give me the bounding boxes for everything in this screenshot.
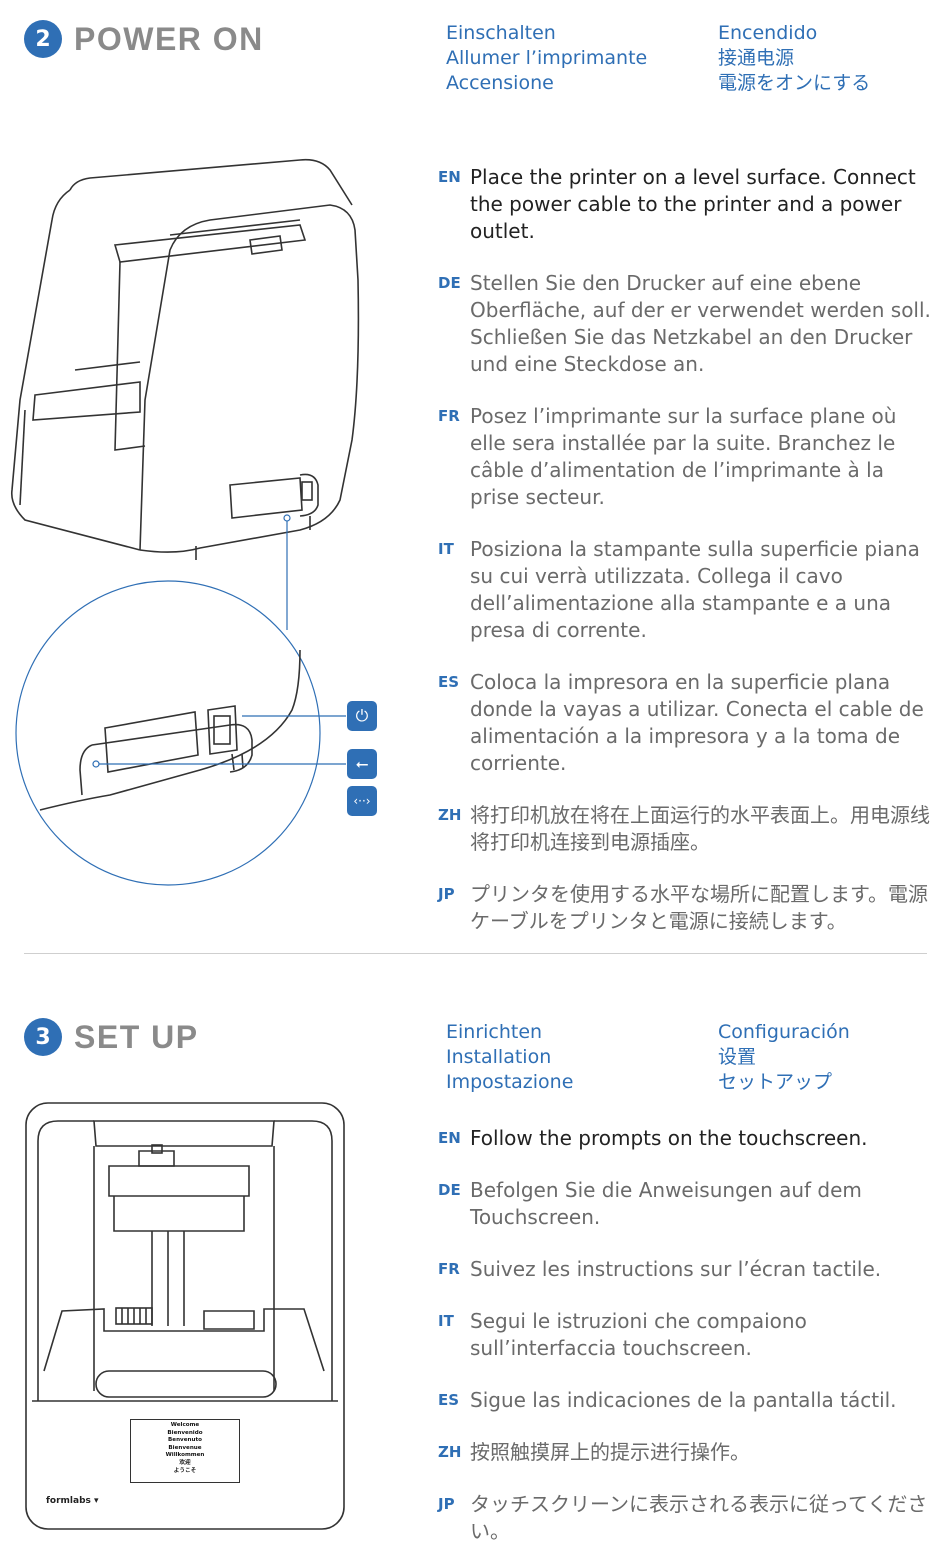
step-header: 3 SET UP: [24, 1018, 199, 1056]
instruction-zh: ZH 按照触摸屏上的提示进行操作。: [438, 1439, 938, 1466]
instructions-list: EN Place the printer on a level surface.…: [438, 164, 938, 935]
screen-line: Benvenuto: [168, 1437, 202, 1444]
screen-line: ようこそ: [173, 1467, 197, 1474]
step-power-on: 2 POWER ON Einschalten Allumer l’imprima…: [10, 20, 938, 935]
screen-line: 欢迎: [179, 1459, 191, 1466]
logo-icon: ▾: [94, 1496, 99, 1506]
instruction-de: DE Befolgen Sie die Anweisungen auf dem …: [438, 1177, 938, 1231]
instruction-text: Stellen Sie den Drucker auf eine ebene O…: [470, 271, 931, 376]
lang-code: JP: [438, 885, 455, 903]
translation: Configuración: [718, 1021, 850, 1043]
translation: Einrichten: [446, 1021, 543, 1043]
instructions-list: EN Follow the prompts on the touchscreen…: [438, 1125, 938, 1545]
lang-code: FR: [438, 1260, 460, 1278]
instruction-text: Suivez les instructions sur l’écran tact…: [470, 1257, 882, 1281]
translation: セットアップ: [718, 1071, 833, 1093]
lang-code: DE: [438, 274, 461, 292]
brand-logo: formlabs ▾: [46, 1496, 99, 1506]
touchscreen: Welcome Bienvenido Benvenuto Bienvenue W…: [130, 1419, 240, 1483]
step-title: POWER ON: [74, 20, 264, 57]
ethernet-icon: ‹··›: [347, 786, 377, 816]
title-translations-right: Configuración 设置 セットアップ: [718, 1020, 850, 1095]
lang-code: IT: [438, 540, 454, 558]
title-translations-left: Einschalten Allumer l’imprimante Accensi…: [446, 21, 647, 96]
translation: 接通电源: [718, 47, 795, 69]
translation: Allumer l’imprimante: [446, 47, 648, 69]
lang-code: FR: [438, 407, 460, 425]
instruction-en: EN Follow the prompts on the touchscreen…: [438, 1125, 938, 1152]
screen-line: Welcome: [170, 1422, 200, 1428]
translation: Impostazione: [446, 1071, 574, 1093]
instruction-text: Coloca la impresora en la superficie pla…: [470, 670, 924, 775]
power-icon: ⏻: [347, 701, 377, 731]
screen-line: Willkommen: [165, 1452, 205, 1459]
instruction-es: ES Coloca la impresora en la superficie …: [438, 669, 938, 777]
lang-code: ES: [438, 673, 460, 691]
instruction-text: タッチスクリーンに表示される表示に従ってください。: [470, 1492, 928, 1543]
instruction-text: Follow the prompts on the touchscreen.: [470, 1126, 868, 1150]
lang-code: ES: [438, 1391, 460, 1409]
translation: Einschalten: [446, 22, 556, 44]
printer-rear-illustration: [10, 158, 360, 886]
instruction-text: Place the printer on a level surface. Co…: [470, 165, 916, 243]
title-translations-left: Einrichten Installation Impostazione: [446, 1020, 573, 1095]
instruction-es: ES Sigue las indicaciones de la pantalla…: [438, 1387, 938, 1414]
instruction-text: Posiziona la stampante sulla superficie …: [470, 537, 920, 642]
usb-icon: ⭠: [347, 749, 377, 779]
translation: 電源をオンにする: [718, 72, 871, 94]
lang-code: EN: [438, 168, 461, 186]
instruction-text: プリンタを使用する水平な場所に配置します。電源ケーブルをプリンタと電源に接続しま…: [470, 882, 928, 933]
lang-code: JP: [438, 1495, 455, 1513]
brand-name: formlabs: [46, 1496, 91, 1506]
step-number-badge: 3: [24, 1018, 62, 1056]
instruction-de: DE Stellen Sie den Drucker auf eine eben…: [438, 270, 938, 378]
instruction-jp: JP タッチスクリーンに表示される表示に従ってください。: [438, 1491, 938, 1545]
translation: 设置: [718, 1046, 757, 1068]
lang-code: ZH: [438, 806, 462, 824]
instruction-text: 按照触摸屏上的提示进行操作。: [470, 1440, 750, 1464]
step-header: 2 POWER ON: [24, 20, 264, 58]
step-set-up: 3 SET UP Einrichten Installation Imposta…: [0, 1000, 950, 1553]
instruction-it: IT Posiziona la stampante sulla superfic…: [438, 536, 938, 644]
lang-code: DE: [438, 1181, 461, 1199]
step-title: SET UP: [74, 1018, 199, 1055]
instruction-en: EN Place the printer on a level surface.…: [438, 164, 938, 245]
translation: Encendido: [718, 22, 818, 44]
translation: Accensione: [446, 72, 554, 94]
translation: Installation: [446, 1046, 552, 1068]
step-number-badge: 2: [24, 20, 62, 58]
screen-line: Bienvenido: [167, 1429, 203, 1436]
instruction-text: Posez l’imprimante sur la surface plane …: [470, 404, 897, 509]
lang-code: IT: [438, 1312, 454, 1330]
section-divider: [24, 953, 927, 954]
instruction-it: IT Segui le istruzioni che compaiono sul…: [438, 1308, 938, 1362]
instruction-text: Sigue las indicaciones de la pantalla tá…: [470, 1388, 897, 1412]
instruction-text: Befolgen Sie die Anweisungen auf dem Tou…: [470, 1178, 862, 1229]
instruction-fr: FR Posez l’imprimante sur la surface pla…: [438, 403, 938, 511]
instruction-text: Segui le istruzioni che compaiono sull’i…: [470, 1309, 807, 1360]
instruction-jp: JP プリンタを使用する水平な場所に配置します。電源ケーブルをプリンタと電源に接…: [438, 881, 938, 935]
printer-front-illustration: Welcome Bienvenido Benvenuto Bienvenue W…: [24, 1101, 346, 1531]
title-translations-right: Encendido 接通电源 電源をオンにする: [718, 21, 870, 96]
lang-code: EN: [438, 1129, 461, 1147]
instruction-zh: ZH 将打印机放在将在上面运行的水平表面上。用电源线将打印机连接到电源插座。: [438, 802, 938, 856]
screen-line: Bienvenue: [168, 1444, 202, 1451]
lang-code: ZH: [438, 1443, 462, 1461]
instruction-fr: FR Suivez les instructions sur l’écran t…: [438, 1256, 938, 1283]
instruction-text: 将打印机放在将在上面运行的水平表面上。用电源线将打印机连接到电源插座。: [470, 803, 930, 854]
